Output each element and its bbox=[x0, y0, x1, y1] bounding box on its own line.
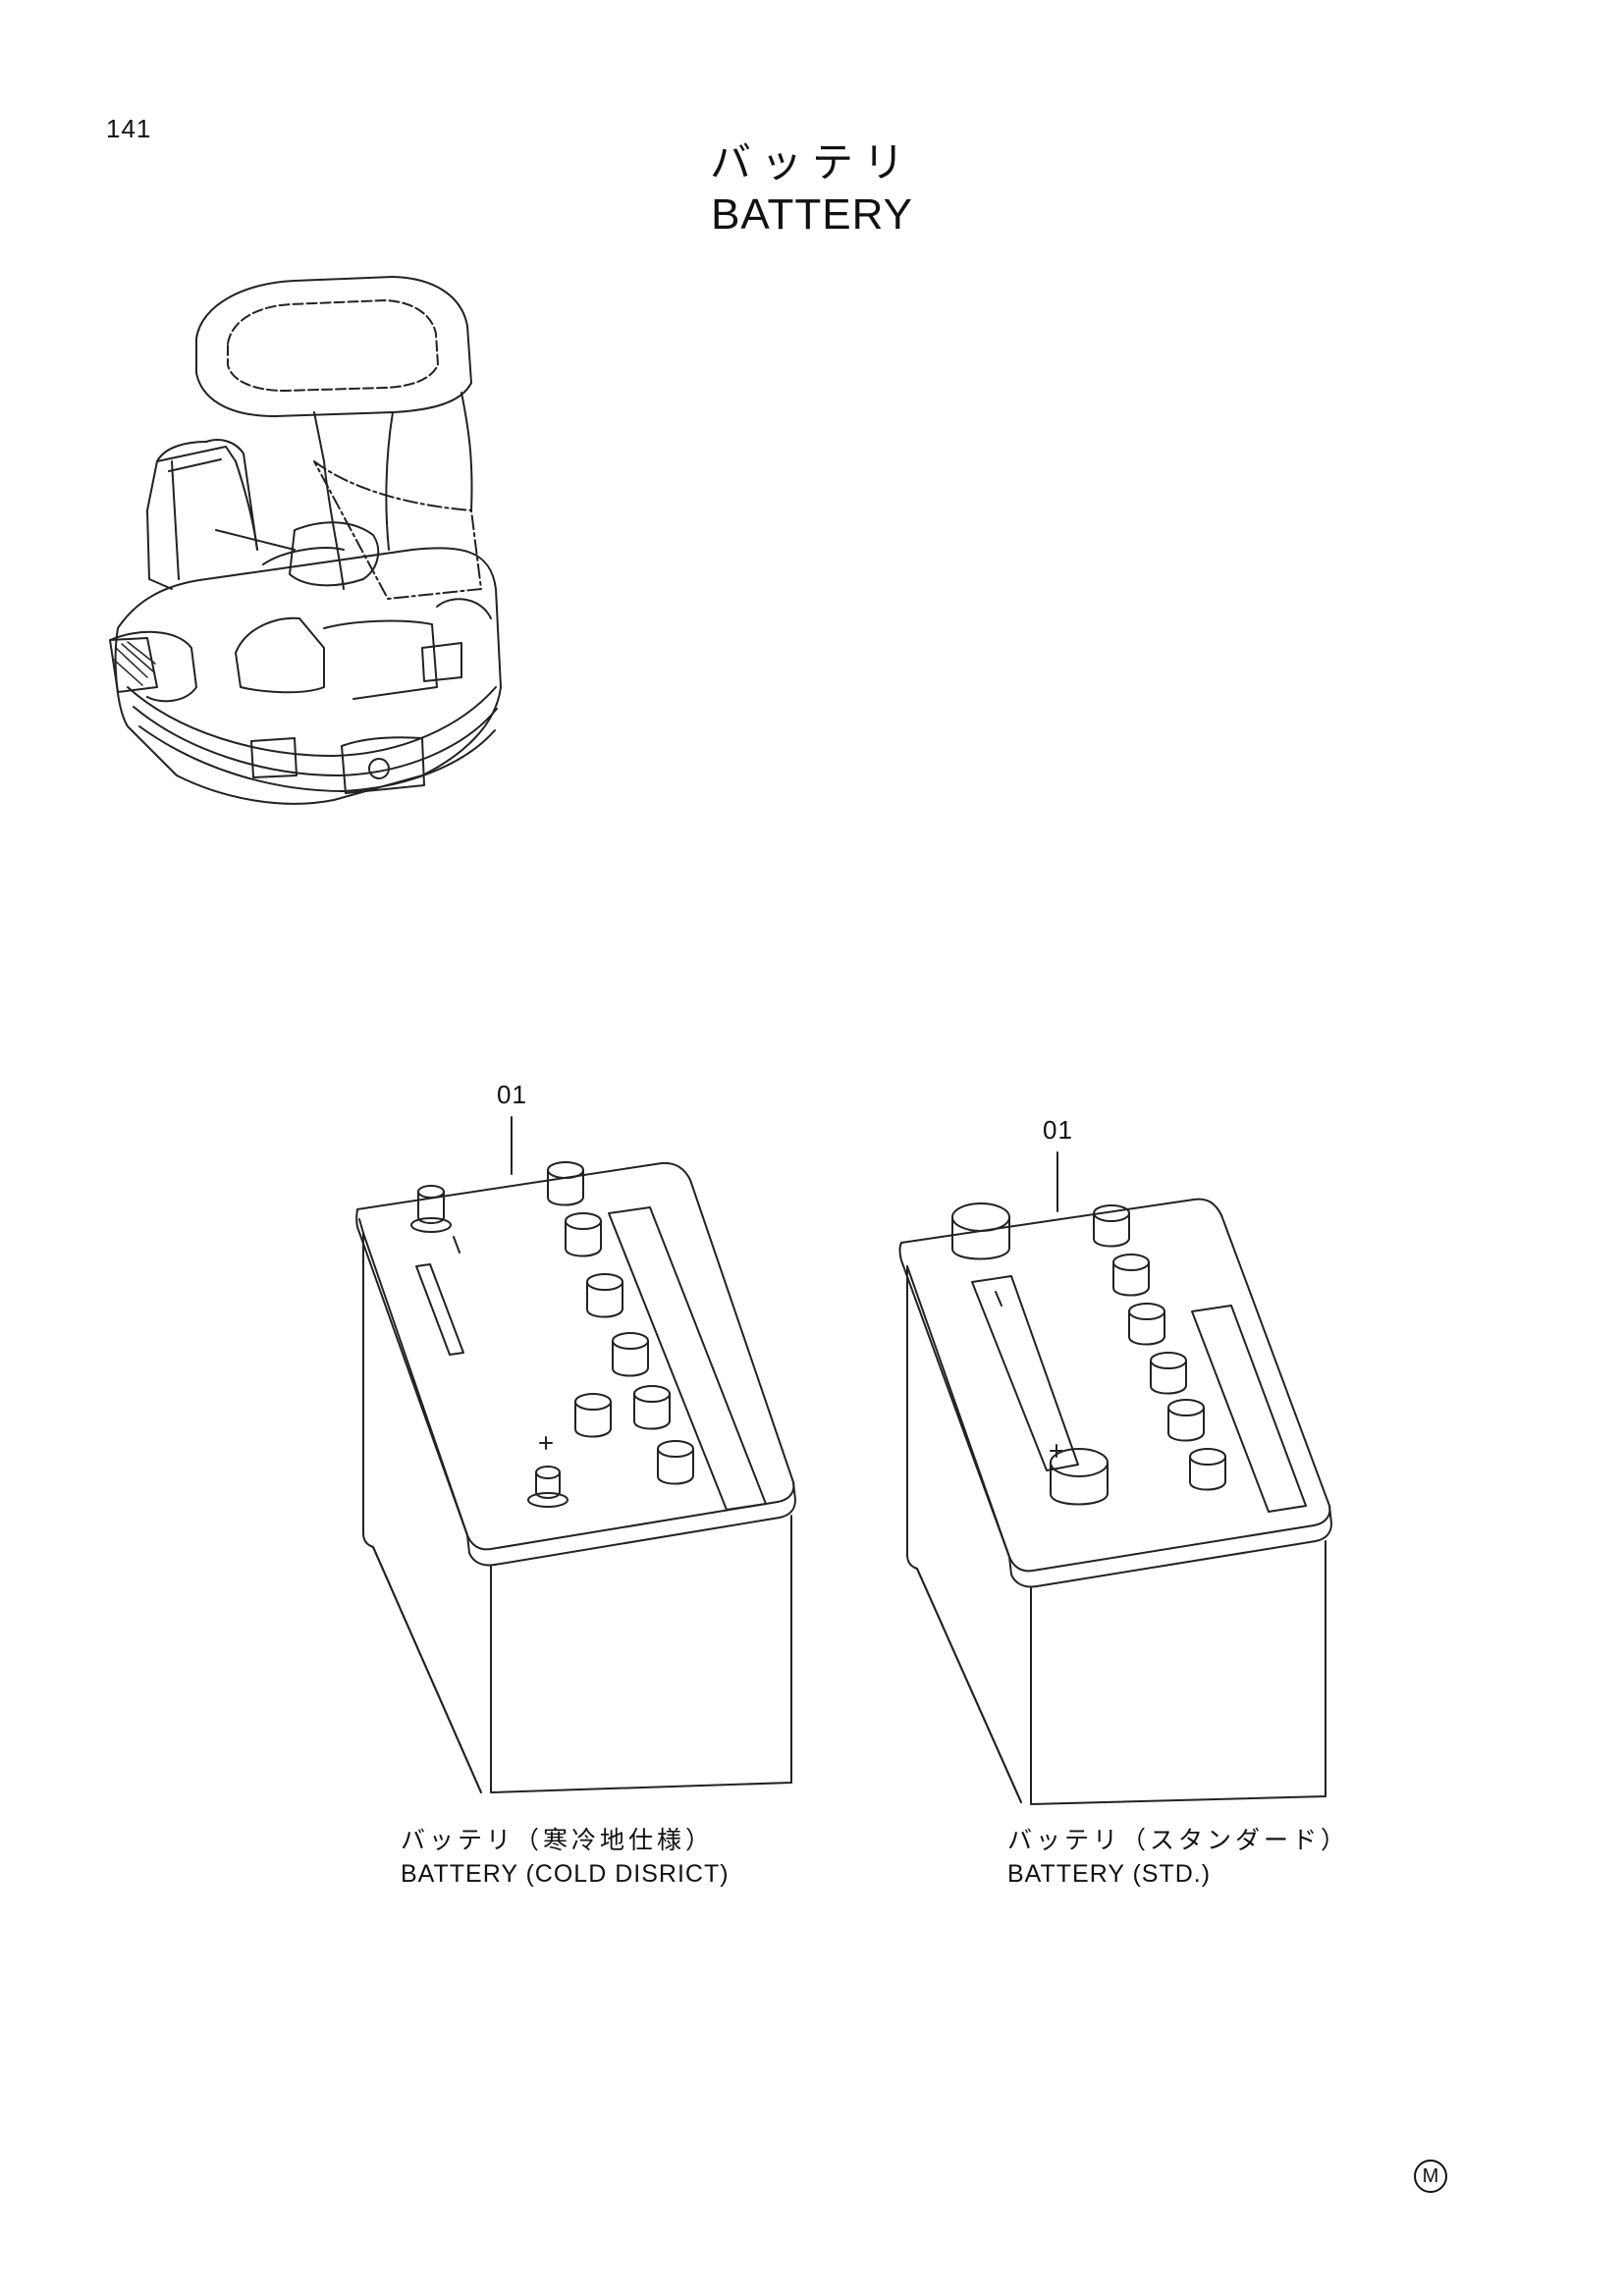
caption-standard-en: BATTERY (STD.) bbox=[1007, 1860, 1212, 1888]
battery-caps-right bbox=[1093, 1204, 1226, 1491]
battery-caps-left bbox=[547, 1161, 694, 1485]
caption-cold-district-jp: バッテリ（寒冷地仕様） bbox=[401, 1826, 715, 1854]
caption-standard-jp: バッテリ（スタンダード） bbox=[1007, 1826, 1350, 1854]
title-japanese: バッテリ bbox=[709, 138, 914, 187]
callout-01-standard: 01 bbox=[1043, 1115, 1073, 1145]
battery-illustration-cold-district bbox=[355, 1116, 796, 1793]
excavator-upper-body-illustration bbox=[109, 276, 502, 805]
battery-illustration-standard bbox=[898, 1151, 1332, 1805]
caption-cold-district: バッテリ（寒冷地仕様） BATTERY (COLD DISRICT) bbox=[401, 1824, 730, 1891]
page-number: 141 bbox=[106, 114, 152, 143]
page-title: バッテリ BATTERY bbox=[0, 137, 1624, 241]
callout-01-cold-district: 01 bbox=[497, 1080, 527, 1109]
title-english: BATTERY bbox=[711, 190, 913, 239]
caption-cold-district-en: BATTERY (COLD DISRICT) bbox=[401, 1860, 730, 1888]
circled-m-icon: M bbox=[1414, 2160, 1447, 2193]
caption-standard: バッテリ（スタンダード） BATTERY (STD.) bbox=[1007, 1824, 1349, 1891]
